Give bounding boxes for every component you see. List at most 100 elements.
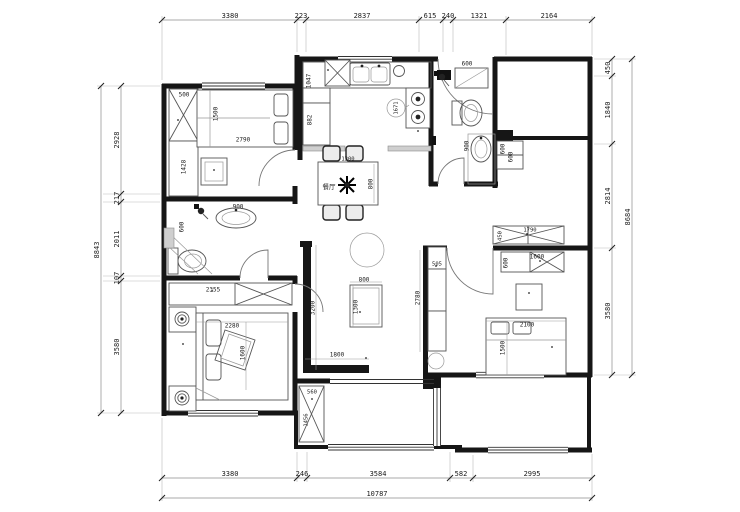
dim-br1-cabinet: 1428: [181, 159, 188, 174]
dim-bath2-shower: 600: [462, 61, 473, 68]
dim-top-2: 223: [295, 12, 308, 20]
balcony: [298, 385, 325, 443]
shower-partition: [167, 231, 213, 275]
dim-right-2: 1840: [604, 102, 612, 119]
hall-cabinet: [427, 268, 447, 312]
wardrobe: [168, 282, 293, 306]
bedroom1-furniture: [168, 88, 294, 197]
shower-area: [454, 67, 489, 89]
wall-cabinet: [163, 227, 175, 249]
balcony-cabinet: [298, 385, 325, 443]
door-arc-bedroom1: [258, 149, 296, 187]
counter: [302, 61, 432, 89]
toilet: [167, 247, 207, 275]
dim-br1-bed: 1500: [213, 106, 220, 121]
chair: [345, 145, 364, 162]
dimension-lines: [97, 16, 636, 502]
kitchen-fixtures: [302, 59, 432, 152]
window-bedroom1-top: [202, 82, 265, 90]
point-markers: [177, 69, 553, 400]
dim-left-2: 217: [113, 192, 121, 205]
dim-bottom-2: 246: [296, 470, 309, 478]
dim-right-1: 450: [604, 62, 612, 75]
stove: [405, 87, 431, 129]
master-bedroom-furniture: [168, 282, 293, 412]
round-burner: [393, 65, 405, 77]
dim-br1-wardrobe: 500: [179, 92, 190, 99]
dim-table-w: 800: [359, 277, 370, 284]
dim-hall-height: 2780: [415, 290, 422, 305]
round-stool: [427, 352, 445, 370]
window-balcony-right-vertical: [433, 388, 441, 446]
bed: [196, 89, 294, 148]
upper-cabinet: [324, 59, 351, 87]
toilet: [451, 99, 483, 127]
dim-table-h: 1300: [353, 299, 360, 314]
dim-right-3: 2814: [604, 188, 612, 205]
dim-bottom-1: 3380: [222, 470, 239, 478]
label-dining-room: 餐厅: [323, 182, 337, 191]
dim-top-6: 1321: [471, 12, 488, 20]
dim-br2-wardrobe2-d: 600: [503, 257, 510, 268]
ticks-bottom: [158, 474, 596, 502]
dim-left-4: 107: [113, 272, 121, 285]
dim-stove-tag: 1671: [394, 101, 400, 114]
wardrobe: [500, 251, 565, 273]
shower-head-icon: [434, 71, 450, 87]
dim-br2-wardrobe2-w: 1600: [530, 254, 545, 261]
bed: [195, 312, 289, 401]
ticks-left: [97, 82, 125, 417]
dim-balcony-cab-w: 560: [307, 390, 317, 396]
window-bedroom2-bottom: [488, 446, 568, 454]
cabinet: [168, 140, 199, 197]
dim-kitchen-cab-lower: 882: [307, 114, 314, 125]
dim-bath1-basin: 900: [233, 204, 244, 211]
dim-top-4: 615: [424, 12, 437, 20]
chair: [322, 145, 341, 162]
paper-holder-icon: [432, 136, 436, 145]
dim-balcony-cab-h: 1456: [304, 413, 310, 426]
dim-mbr-bed-h: 1600: [240, 345, 247, 360]
window-balcony-bottom: [328, 444, 434, 451]
sink: [349, 62, 391, 86]
door-arc-master: [294, 283, 324, 313]
dim-right-4: 3580: [604, 303, 612, 320]
dim-dining-depth: 800: [368, 178, 375, 189]
dim-top-1: 3380: [222, 12, 239, 20]
dim-left-1: 2928: [113, 132, 121, 149]
dim-br2-bed-w: 2100: [520, 322, 535, 329]
window-master-bottom: [188, 410, 258, 417]
bathroom2-fixtures: [432, 67, 524, 185]
dim-mbr-wardrobe: 2355: [206, 287, 221, 294]
extension-lines-left: [97, 85, 160, 414]
washbasin: [215, 207, 257, 229]
dim-hall-cab-b: 600: [508, 151, 515, 162]
interior-dim-lines: [305, 245, 421, 370]
dim-bottom-5: 2995: [524, 470, 541, 478]
window-balcony-slider: [330, 379, 434, 384]
extension-lines-top: [161, 16, 593, 80]
dim-left-total: 8843: [93, 242, 101, 259]
dim-living-wall-v: 3200: [310, 300, 317, 315]
dining-set: [317, 145, 379, 221]
dim-br1-width: 2790: [236, 137, 251, 144]
hall-shoe-cabinet: [496, 140, 524, 170]
dim-br2-wardrobe1-d: 450: [498, 231, 504, 241]
shower-head-icon: [194, 204, 209, 220]
dim-dining-width: 1300: [341, 157, 354, 163]
door-arc-bath1: [239, 249, 269, 279]
nightstand-lamp: [168, 306, 197, 333]
ticks-top: [158, 16, 596, 24]
dim-hall-cab-a: 600: [500, 143, 507, 154]
stove-tag: [386, 98, 410, 118]
rug-circle: [349, 232, 385, 268]
dim-living-wall-h: 1800: [330, 352, 345, 359]
bed-throw: [214, 329, 256, 371]
hall-cabinet: [427, 310, 447, 352]
side-table: [515, 283, 543, 311]
nightstand: [200, 157, 228, 186]
dim-left-5: 3580: [113, 339, 121, 356]
extension-lines-bottom: [161, 418, 593, 501]
